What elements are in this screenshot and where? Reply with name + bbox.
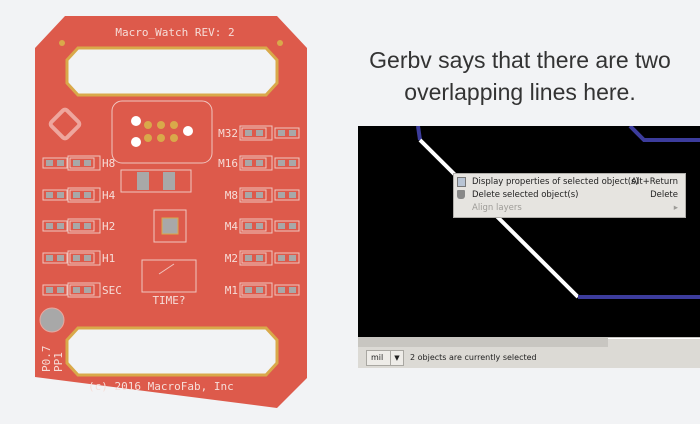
logo-icon [48,107,82,141]
led-row-sec: SEC [42,282,122,298]
led-label: M32 [218,127,238,140]
menu-item-align-layers[interactable]: Align layers ▸ [454,202,685,215]
caption-line-1: Gerbv says that there are two [369,47,671,73]
menu-item-label: Delete selected object(s) [472,190,579,200]
led-row-m32: M32 [218,125,300,141]
trash-icon [457,190,465,199]
gerbv-window: Display properties of selected object(s)… [358,126,700,368]
bottom-cutout [65,326,279,377]
submenu-arrow-icon: ▸ [673,203,678,213]
menu-item-shortcut: Delete [650,190,678,200]
unit-dropdown[interactable]: mil ▼ [366,350,404,366]
menu-item-properties[interactable]: Display properties of selected object(s)… [454,176,685,189]
side-label-2: PP1 [52,352,65,372]
led-row-h4: H4 [42,187,116,203]
pcb-title: Macro_Watch REV: 2 [115,26,234,39]
top-cutout [65,46,279,97]
caption-line-2: overlapping lines here. [404,79,636,105]
led-label: H4 [102,189,116,202]
traces [416,126,700,299]
mount-hole [277,40,283,46]
crystal [120,169,192,193]
copyright: (c) 2016 MacroFab, Inc [88,380,234,393]
led-row-m1: M1 [225,282,300,298]
menu-item-label: Align layers [472,203,522,213]
time-switch [141,259,197,293]
caption: Gerbv says that there are two overlappin… [365,44,675,108]
led-row-m4: M4 [225,218,300,234]
context-menu: Display properties of selected object(s)… [453,173,686,218]
switch-label: TIME? [152,294,185,307]
drawing-canvas[interactable]: Display properties of selected object(s)… [358,126,700,337]
menu-item-delete[interactable]: Delete selected object(s) Delete [454,189,685,202]
properties-icon [457,177,466,187]
pcb-board [35,16,307,408]
menu-item-label: Display properties of selected object(s) [472,177,639,187]
led-label: H8 [102,157,115,170]
chevron-down-icon[interactable]: ▼ [390,351,403,365]
led-label: H2 [102,220,115,233]
led-row-h8: H8 [42,155,115,171]
mount-hole [59,40,65,46]
led-row-h2: H2 [42,218,115,234]
battery-pad [39,307,65,333]
selected-line[interactable] [418,138,580,299]
led-row-h1: H1 [42,250,115,266]
status-bar: mil ▼ 2 objects are currently selected [358,347,700,368]
led-label: M8 [225,189,238,202]
led-label: M16 [218,157,238,170]
led-row-m8: M8 [225,187,300,203]
horizontal-scrollbar[interactable] [358,337,700,347]
scrollbar-thumb[interactable] [608,338,700,347]
led-label: M2 [225,252,238,265]
mcu-chip [153,209,187,243]
unit-value: mil [371,353,384,362]
led-label: SEC [102,284,122,297]
side-label-1: P0.7 [40,346,53,373]
led-row-m16: M16 [218,155,300,171]
led-label: M4 [225,220,239,233]
status-message: 2 objects are currently selected [410,353,537,362]
led-row-m2: M2 [225,250,300,266]
connector-pads [131,116,193,147]
menu-item-shortcut: Alt+Return [631,177,678,187]
connector-outline [111,100,213,164]
led-label: M1 [225,284,238,297]
led-label: H1 [102,252,115,265]
